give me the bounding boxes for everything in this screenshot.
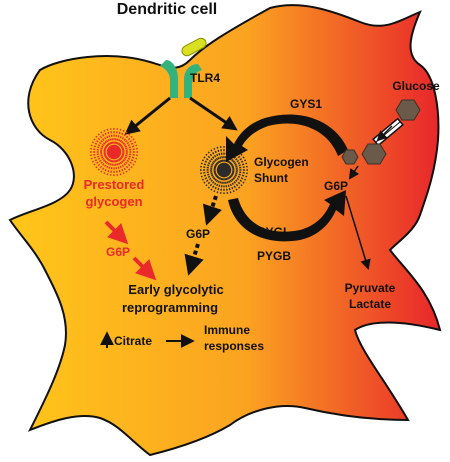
- arrow-tlr4-to-shunt: [189, 96, 238, 131]
- immune-line1: Immune: [204, 323, 250, 337]
- lactate-label: Lactate: [349, 297, 391, 311]
- glucose-inside-icon: [361, 143, 387, 165]
- tlr4-label: TLR4: [190, 71, 220, 85]
- glucose-molecule-icon: [395, 99, 421, 121]
- glycogen-shunt-granule-icon: [200, 146, 248, 194]
- citrate-label: Citrate: [114, 334, 152, 348]
- arrow-g6p-to-pyruvate: [345, 195, 371, 271]
- tlr4-receptor-icon: [160, 60, 202, 98]
- pyruvate-label: Pyruvate: [345, 281, 396, 295]
- lps-ligand-icon: [181, 37, 207, 57]
- glucose-label: Glucose: [392, 79, 440, 93]
- prestored-line1: Prestored: [84, 177, 145, 192]
- arrow-glucose-into-cell: [376, 125, 393, 142]
- early-line2: reprogramming: [122, 300, 218, 315]
- early-line1: Early glycolytic: [128, 282, 223, 297]
- pygl-label: PYGL: [258, 225, 291, 239]
- cell-body: [8, 4, 442, 457]
- gys1-label: GYS1: [290, 97, 322, 111]
- g6p-left: G6P: [106, 245, 130, 259]
- arrow-g6p-to-early: [132, 256, 157, 281]
- g6p-right: G6P: [324, 179, 348, 193]
- pygb-label: PYGB: [257, 249, 291, 263]
- glycogen-shunt-line1: Glycogen: [254, 155, 309, 169]
- glucose-inside-small-icon: [341, 149, 359, 165]
- cell-title: Dendritic cell: [117, 1, 217, 18]
- gys1-arc-arrow: [226, 114, 348, 162]
- glycogen-shunt-line2: Shunt: [254, 171, 288, 185]
- glycogen-granule-icon: [90, 128, 138, 176]
- pygl-arc-arrow: [228, 190, 346, 242]
- arrow-tlr4-to-prestored: [124, 96, 171, 135]
- g6p-middle: G6P: [186, 227, 210, 241]
- prestored-line2: glycogen: [85, 194, 142, 209]
- arrow-shunt-to-g6p: [202, 195, 222, 226]
- arrow-prestored-to-g6p: [104, 220, 129, 245]
- arrow-glucose-to-g6p: [348, 165, 360, 180]
- arrow-g6p-middle-to-early: [184, 243, 204, 276]
- immune-line2: responses: [204, 339, 264, 353]
